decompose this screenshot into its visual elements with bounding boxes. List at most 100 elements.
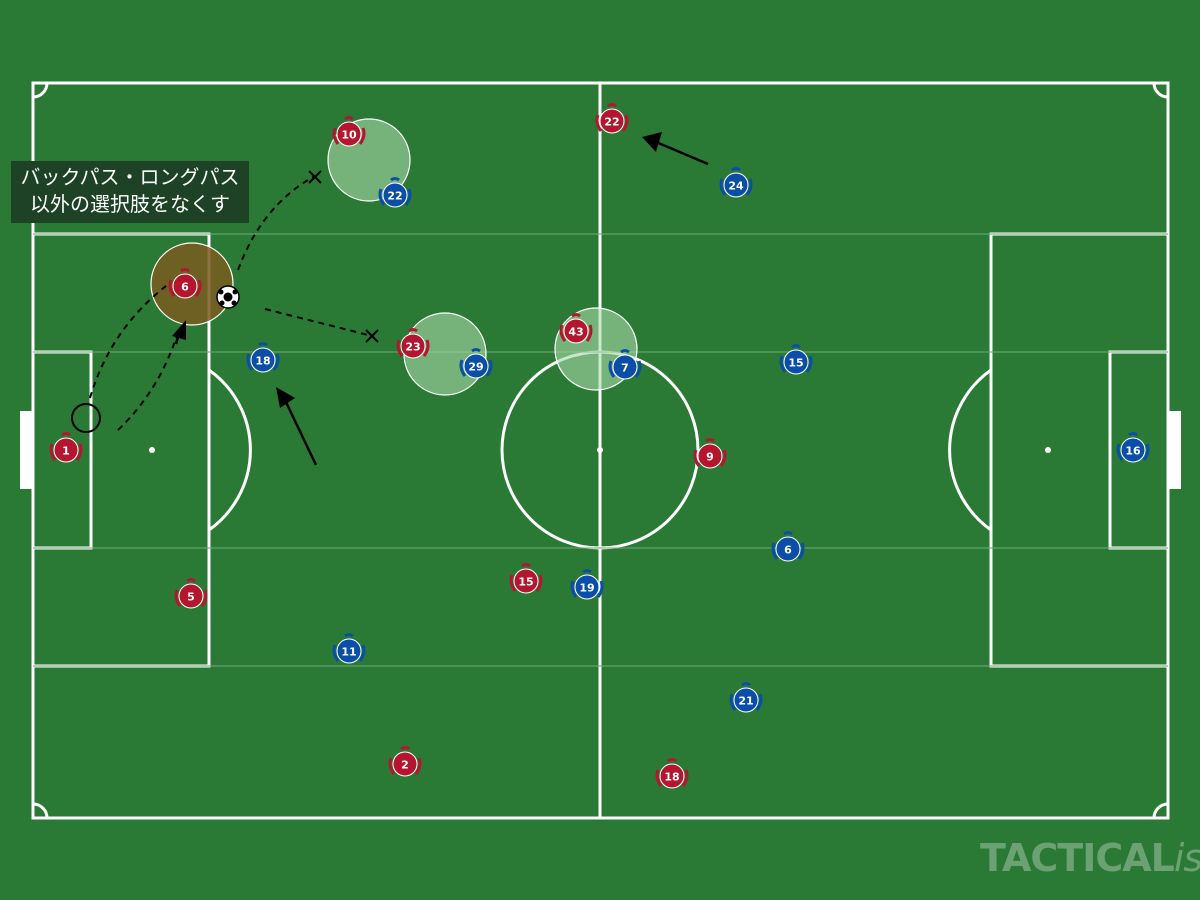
player-token: [463, 353, 489, 379]
player-red-6: 6: [168, 268, 202, 299]
player-blue-21: 21: [729, 682, 763, 713]
player-arms: [559, 313, 593, 342]
player-token: [1120, 437, 1146, 463]
player-number: 10: [341, 129, 357, 142]
player-arms: [246, 342, 280, 371]
player-number: 29: [468, 361, 483, 374]
player-blue-24: 24: [719, 167, 753, 198]
player-number: 2: [401, 759, 409, 772]
player-number: 15: [788, 357, 803, 370]
player-token: [513, 568, 539, 594]
player-token: [250, 347, 276, 373]
right-penalty-spot: [1045, 447, 1051, 453]
player-red-5: 5: [174, 578, 208, 609]
player-number: 24: [728, 180, 744, 193]
player-red-2: 2: [388, 746, 422, 777]
player-blue-15: 15: [779, 344, 813, 375]
player-token: [53, 437, 79, 463]
ball-icon: [216, 285, 240, 309]
player-blue-29: 29: [459, 348, 493, 379]
left-penalty-spot: [149, 447, 155, 453]
player-red-18: 18: [655, 758, 689, 789]
player-number: 43: [568, 326, 583, 339]
player-number: 18: [664, 771, 679, 784]
player-arms: [719, 167, 753, 196]
block-x-top: [308, 170, 322, 184]
player-number: 22: [604, 116, 619, 129]
player-token: [382, 182, 408, 208]
brand-suffix: ista: [1173, 836, 1200, 880]
pass-line-gk-to-6: [89, 285, 167, 399]
player-arms: [570, 569, 604, 598]
pass-lines: [89, 175, 373, 431]
brand-main: TACTICAL: [980, 836, 1175, 880]
player-arms: [693, 438, 727, 467]
player-arms: [332, 116, 366, 145]
player-token: [336, 121, 362, 147]
player-arms: [378, 177, 412, 206]
player-token: [659, 763, 685, 789]
player-number: 6: [181, 281, 189, 294]
player-token: [612, 354, 638, 380]
player-token: [563, 318, 589, 344]
player-token: [400, 333, 426, 359]
left-goal: [20, 411, 33, 489]
player-number: 7: [621, 362, 629, 375]
player-arms: [779, 344, 813, 373]
player-token: [172, 273, 198, 299]
player-number: 6: [784, 544, 792, 557]
player-token: [392, 751, 418, 777]
player-arms: [332, 633, 366, 662]
player-token: [723, 172, 749, 198]
player-token: [178, 583, 204, 609]
player-blue-16: 16: [1116, 432, 1150, 463]
player-blue-7: 7: [608, 349, 642, 380]
player-number: 19: [579, 582, 594, 595]
player-number: 11: [341, 646, 356, 659]
player-arms: [174, 578, 208, 607]
player-blue-22: 22: [378, 177, 412, 208]
player-arms: [388, 746, 422, 775]
block-marks: [308, 170, 379, 343]
player-number: 21: [738, 695, 753, 708]
player-blue-6: 6: [771, 531, 805, 562]
player-number: 5: [187, 591, 195, 604]
run-line-to-6: [117, 331, 179, 431]
player-number: 18: [255, 355, 270, 368]
player-arms: [509, 563, 543, 592]
player-arms: [459, 348, 493, 377]
player-token: [336, 638, 362, 664]
arrow-press-22: [655, 140, 709, 166]
block-x-mid: [365, 329, 379, 343]
brand-watermark: TACTICALista: [980, 836, 1200, 880]
center-spot: [597, 447, 603, 453]
annotation-box: バックパス・ロングパス 以外の選択肢をなくす: [11, 161, 249, 223]
player-red-15: 15: [509, 563, 543, 594]
gk-position-marker: [71, 403, 101, 433]
annotation-line-2: 以外の選択肢をなくす: [30, 192, 230, 216]
player-number: 22: [387, 190, 402, 203]
player-red-9: 9: [693, 438, 727, 469]
player-number: 1: [62, 445, 70, 458]
player-number: 16: [1125, 445, 1141, 458]
player-blue-18: 18: [246, 342, 280, 373]
player-red-10: 10: [332, 116, 366, 147]
player-number: 15: [518, 576, 533, 589]
player-token: [733, 687, 759, 713]
player-blue-19: 19: [570, 569, 604, 600]
player-red-22: 22: [595, 103, 629, 134]
long-pass-blocked-top: [237, 175, 316, 271]
player-red-1: 1: [49, 432, 83, 463]
player-arms: [608, 349, 642, 378]
player-arms: [655, 758, 689, 787]
player-token: [783, 349, 809, 375]
player-token: [775, 536, 801, 562]
player-arms: [1116, 432, 1150, 461]
right-goal: [1168, 411, 1181, 489]
player-arms: [168, 268, 202, 297]
player-arms: [729, 682, 763, 711]
arrow-press-18: [283, 399, 318, 466]
player-arms: [771, 531, 805, 560]
annotation-line-1: バックパス・ロングパス: [20, 165, 240, 189]
player-blue-11: 11: [332, 633, 366, 664]
